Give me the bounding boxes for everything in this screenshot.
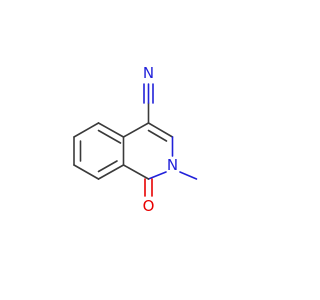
carbonyl-oxygen-label: O	[143, 197, 155, 215]
substituents	[143, 83, 198, 197]
ring-nitrogen-label: N	[167, 156, 178, 174]
molecule-structure-diagram: N N O	[73, 64, 198, 215]
bond-c8-c8a-inner	[97, 160, 118, 173]
pyridone-ring	[122, 122, 174, 180]
bond-c8-c8a	[97, 164, 125, 180]
bond-c4a-c4	[122, 122, 150, 138]
bond-c4a-c5	[97, 122, 125, 138]
bond-n2-methyl	[179, 171, 198, 180]
bond-c1-c8a	[122, 164, 150, 180]
bond-c4-c3	[147, 122, 174, 138]
bond-c4a-c5-inner	[97, 129, 122, 144]
benzene-ring	[73, 122, 125, 180]
bond-c7-c8	[73, 164, 100, 180]
bond-n2-c1	[147, 171, 167, 180]
nitrile-nitrogen-label: N	[143, 64, 154, 82]
bond-c5-c6	[73, 122, 100, 138]
bond-c4-c3-inner	[147, 129, 168, 142]
